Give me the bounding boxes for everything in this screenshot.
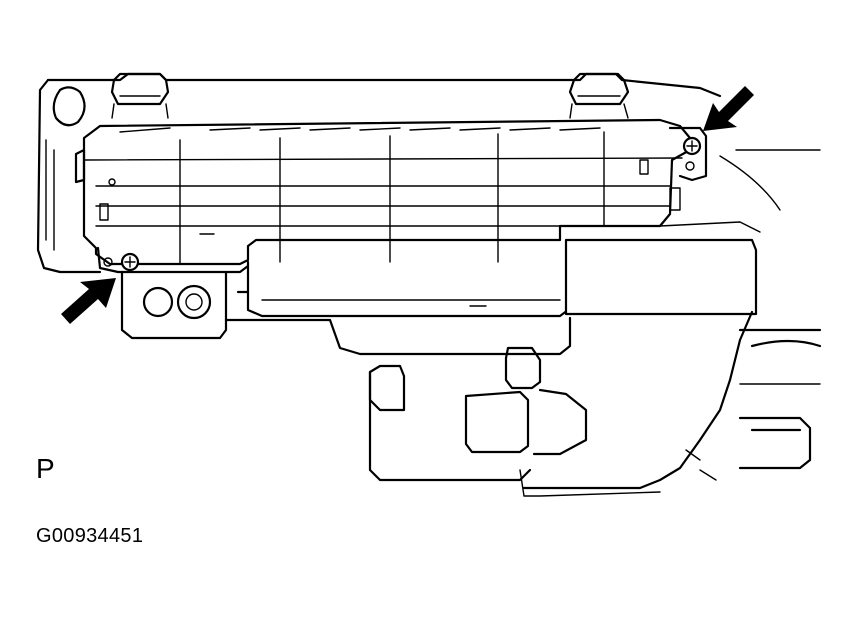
view-label: P [36,453,55,484]
left-bracket [96,246,250,340]
connector-block [564,221,761,316]
top-clip-right [568,72,630,119]
upper-right-bolt-arrow [703,86,754,131]
top-clip-left [110,72,170,119]
module-body [74,118,692,266]
instrument-panel-outline [36,72,822,348]
figure-id: G00934451 [36,525,144,547]
lower-duct [224,310,821,497]
lower-tray [236,256,570,318]
right-bracket [668,126,708,182]
lower-left-bolt-arrow [61,278,116,324]
